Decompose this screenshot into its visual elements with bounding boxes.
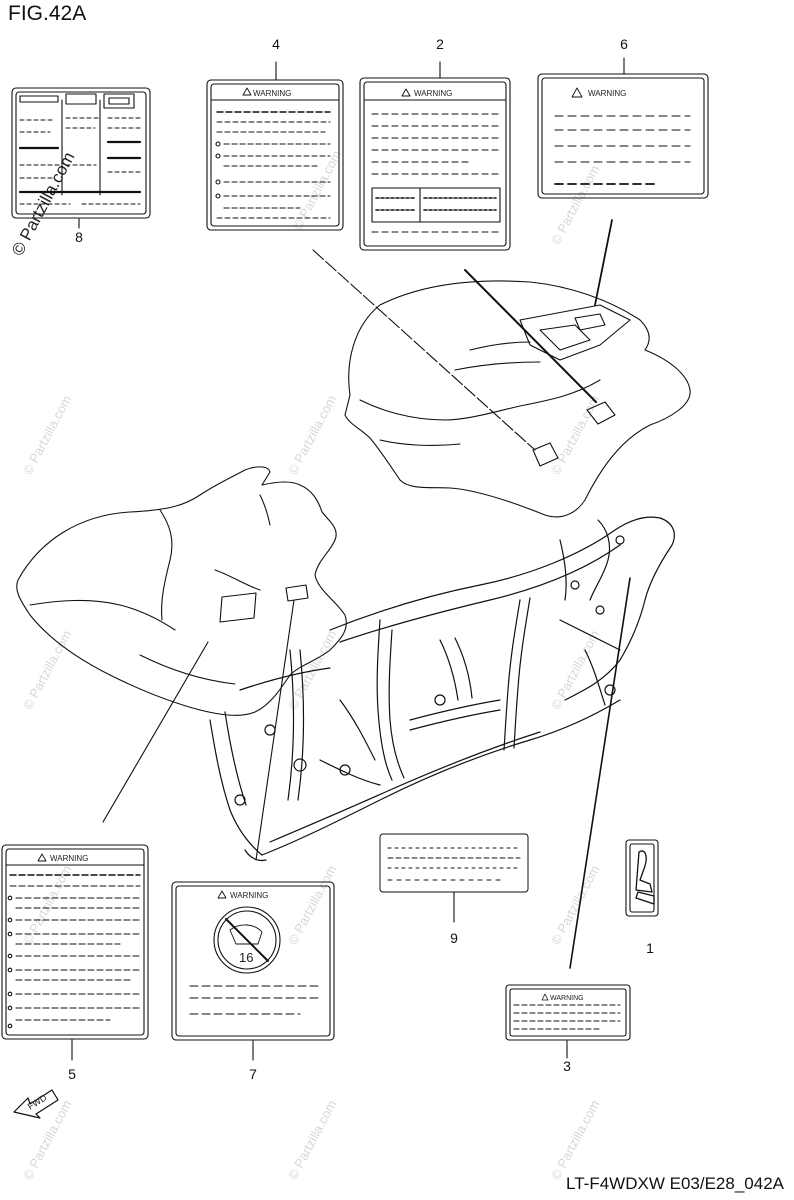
label-5-header: WARNING [50,854,88,863]
label-4-header: WARNING [253,89,291,98]
figure-title: FIG.42A [8,2,87,25]
label-2-header: WARNING [414,89,452,98]
callout-4: 4 [272,36,280,52]
label-1-seatbelt [625,839,659,917]
callout-6: 6 [620,36,628,52]
label-9-info [379,833,529,893]
callout-7: 7 [249,1066,257,1082]
label-7-warning [171,881,335,1041]
rear-fender [344,280,691,518]
fwd-text: FWD [26,1092,49,1112]
fwd-arrow-icon [13,1089,59,1119]
label-3-header: WARNING [550,995,584,1002]
figure-code: LT-F4WDXW E03/E28_042A [566,1174,784,1193]
label-4-warning [206,79,344,231]
callout-9: 9 [450,930,458,946]
label-7-age: 16 [239,950,253,965]
front-fender [16,466,347,716]
label-2-warning [359,77,511,251]
label-5-warning [1,844,149,1040]
callout-8: 8 [75,229,83,245]
label-8-info-panel [11,87,151,219]
label-6-header: WARNING [588,89,626,98]
label-6-warning [537,73,709,199]
callout-1: 1 [646,940,654,956]
callout-2: 2 [436,36,444,52]
frame [209,516,675,862]
label-3-warning [505,984,631,1041]
callout-5: 5 [68,1066,76,1082]
label-7-header: WARNING [230,891,268,900]
callout-3: 3 [563,1058,571,1074]
